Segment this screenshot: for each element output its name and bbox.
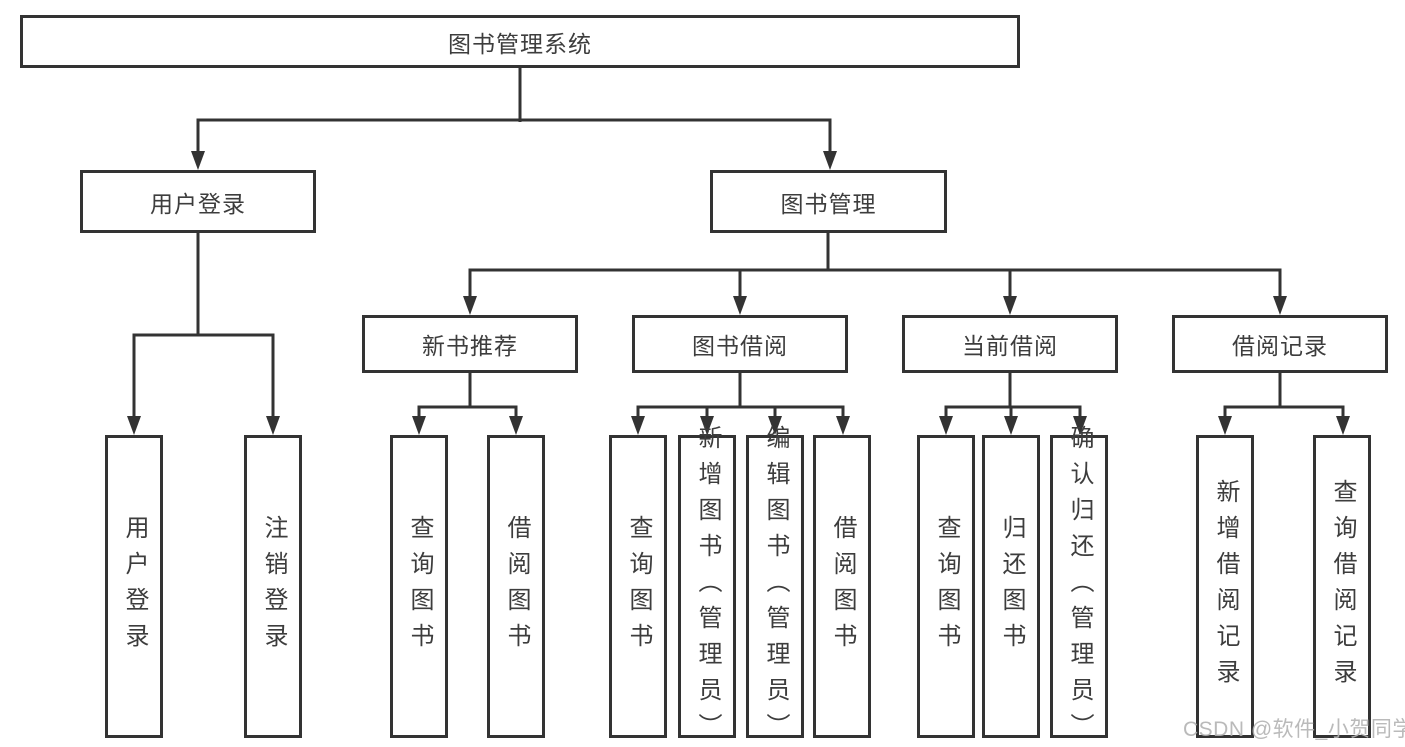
connector-records-to-leaves [1223, 373, 1345, 421]
leaf-current-query-books: 查询图书 [917, 435, 975, 738]
leaf-label: 归还图书 [998, 514, 1025, 659]
arrowhead [631, 416, 645, 435]
leaf-recommend-query-books: 查询图书 [390, 435, 448, 738]
arrowheads [127, 151, 1350, 435]
arrowhead [127, 416, 141, 435]
arrowhead [939, 416, 953, 435]
leaf-label: 查询图书 [406, 514, 433, 659]
connector-current-to-leaves [944, 373, 1082, 421]
connector-borrow-to-leaves [636, 373, 845, 421]
leaf-label: 借阅图书 [503, 514, 530, 659]
connector-recommend-to-leaves [417, 373, 518, 421]
leaf-borrow-borrow-books: 借阅图书 [813, 435, 871, 738]
leaf-current-return-books: 归还图书 [982, 435, 1040, 738]
arrowhead [1218, 416, 1232, 435]
leaf-label: 借阅图书 [829, 514, 856, 659]
arrowhead [509, 416, 523, 435]
arrowhead [1004, 416, 1018, 435]
arrowhead [823, 151, 837, 170]
leaf-label: 查询图书 [625, 514, 652, 659]
leaf-label: 用户登录 [121, 514, 148, 659]
leaf-label: 查询图书 [933, 514, 960, 659]
arrowhead [412, 416, 426, 435]
leaf-label: 查询借阅记录 [1329, 478, 1356, 695]
leaf-records-add-record: 新增借阅记录 [1196, 435, 1254, 738]
arrowhead [191, 151, 205, 170]
node-new-book-recommend: 新书推荐 [362, 315, 578, 373]
leaf-records-query-record: 查询借阅记录 [1313, 435, 1371, 738]
arrowhead [266, 416, 280, 435]
arrowhead [768, 416, 782, 435]
node-book-management: 图书管理 [710, 170, 947, 233]
arrowhead [1336, 416, 1350, 435]
arrowhead [700, 416, 714, 435]
arrowhead [1003, 296, 1017, 315]
leaf-current-confirm-return-admin: 确认归还（管理员） [1050, 425, 1108, 747]
leaf-label: 编辑图书（管理员） [762, 424, 789, 747]
leaf-borrow-query-books: 查询图书 [609, 435, 667, 738]
node-borrow-records: 借阅记录 [1172, 315, 1388, 373]
leaf-user-login: 用户登录 [105, 435, 163, 738]
leaf-borrow-edit-books-admin: 编辑图书（管理员） [746, 425, 804, 747]
connector-book-mgmt-to-level3 [468, 233, 1282, 301]
leaf-borrow-add-books-admin: 新增图书（管理员） [678, 425, 736, 747]
arrowhead [463, 296, 477, 315]
node-user-login: 用户登录 [80, 170, 316, 233]
leaf-label: 新增图书（管理员） [694, 424, 721, 747]
connector-user-login-to-leaves [132, 233, 275, 421]
leaf-recommend-borrow-books: 借阅图书 [487, 435, 545, 738]
csdn-watermark: CSDN @软件_小贺同学 [1183, 718, 1405, 741]
arrowhead [1273, 296, 1287, 315]
node-current-borrow: 当前借阅 [902, 315, 1118, 373]
leaf-label: 注销登录 [260, 514, 287, 659]
arrowhead [836, 416, 850, 435]
arrowhead [733, 296, 747, 315]
leaf-label: 新增借阅记录 [1212, 478, 1239, 695]
arrowhead [1073, 416, 1087, 435]
node-library-management-system: 图书管理系统 [20, 15, 1020, 68]
node-book-borrow: 图书借阅 [632, 315, 848, 373]
leaf-label: 确认归还（管理员） [1066, 424, 1093, 747]
leaf-logout: 注销登录 [244, 435, 302, 738]
connector-root-to-level2 [196, 68, 832, 156]
